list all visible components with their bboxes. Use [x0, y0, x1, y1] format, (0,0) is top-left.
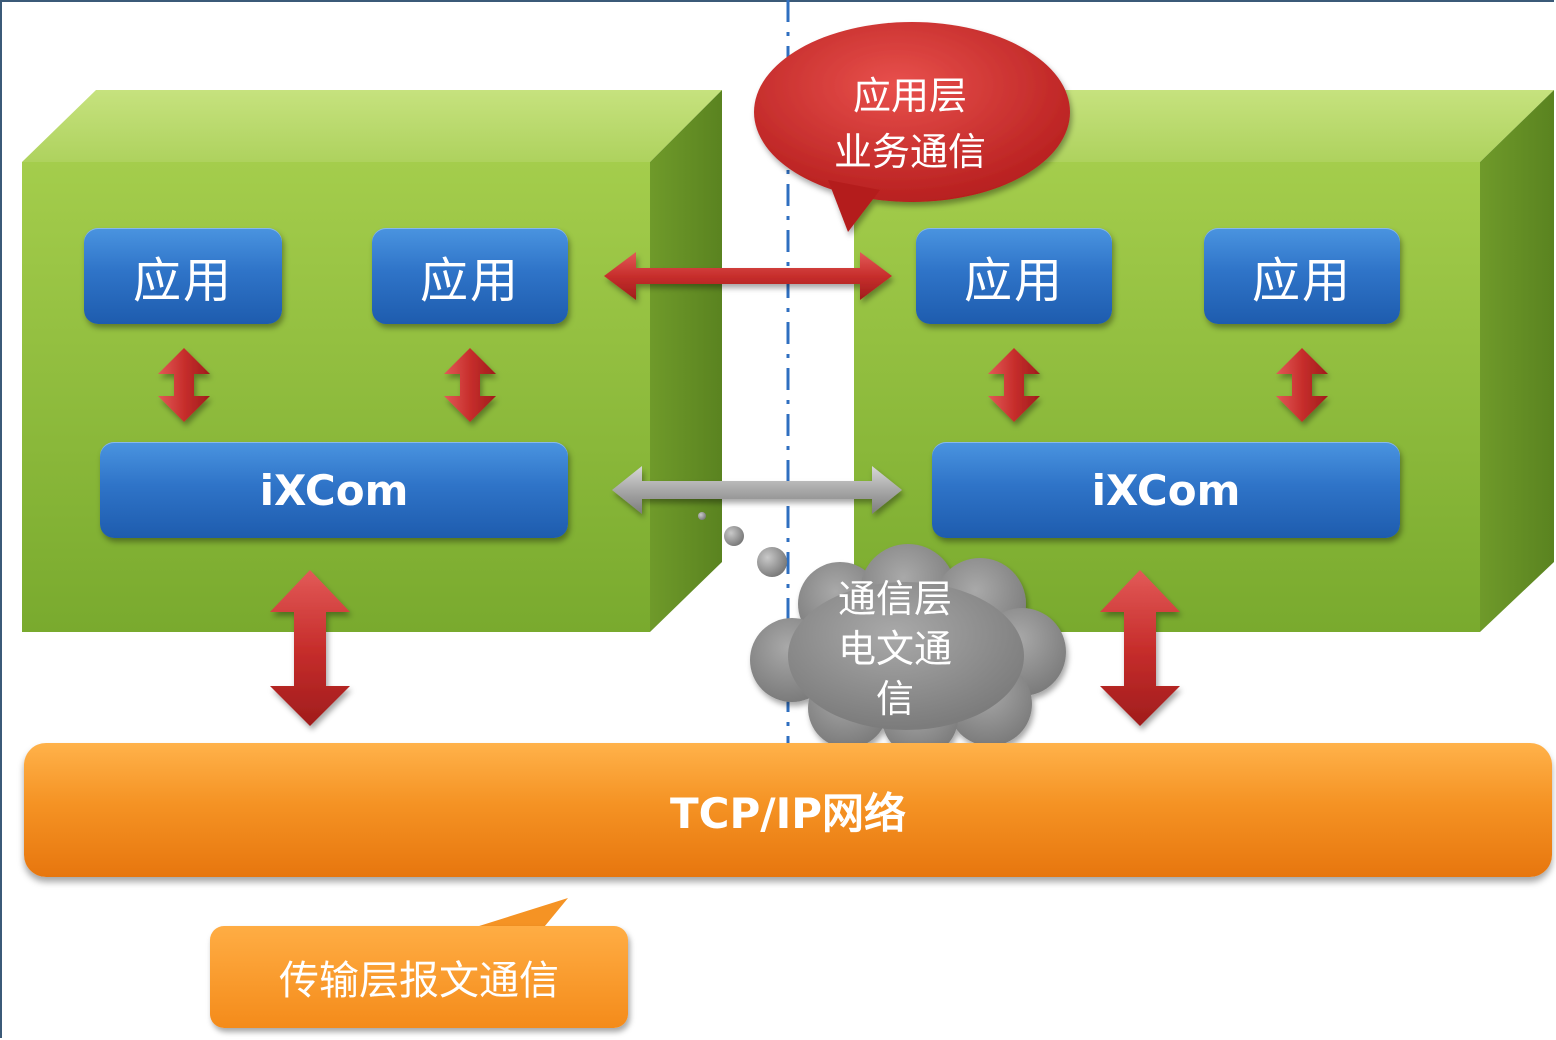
ixcom-network-arrow-left — [270, 570, 350, 726]
ixcom-box-right: iXCom — [932, 442, 1400, 538]
left-node-block — [22, 90, 722, 632]
application-layer-callout-text: 应用层 业务通信 — [833, 74, 986, 174]
app-box-left-1: 应用 — [84, 228, 282, 324]
transport-layer-label-text: 传输层报文通信 — [279, 958, 559, 1004]
app-box-right-2: 应用 — [1204, 228, 1400, 324]
app-ixcom-arrow-right-1 — [988, 348, 1040, 422]
thought-dot-small — [698, 512, 706, 520]
app-ixcom-arrow-right-2 — [1276, 348, 1328, 422]
transport-label-pointer — [460, 898, 568, 932]
communication-layer-callout-text: 通信层 电文通 信 — [837, 577, 952, 721]
communication-layer-callout — [750, 544, 1066, 756]
ixcom-network-arrow-right — [1100, 570, 1180, 726]
thought-dot-large — [757, 547, 787, 577]
ixcom-to-ixcom-arrow — [612, 466, 902, 514]
app-box-left-2: 应用 — [372, 228, 568, 324]
app-ixcom-arrow-left-2 — [444, 348, 496, 422]
application-layer-callout — [754, 22, 1070, 232]
ixcom-box-left: iXCom — [100, 442, 568, 538]
app-to-app-arrow — [604, 252, 892, 300]
tcp-ip-network-bar: TCP/IP网络 — [24, 743, 1552, 877]
tcp-ip-network-label: TCP/IP网络 — [669, 788, 906, 838]
transport-layer-label: 传输层报文通信 — [210, 926, 628, 1028]
app-ixcom-arrow-left-1 — [158, 348, 210, 422]
app-box-right-1: 应用 — [916, 228, 1112, 324]
thought-dot-medium — [724, 526, 744, 546]
